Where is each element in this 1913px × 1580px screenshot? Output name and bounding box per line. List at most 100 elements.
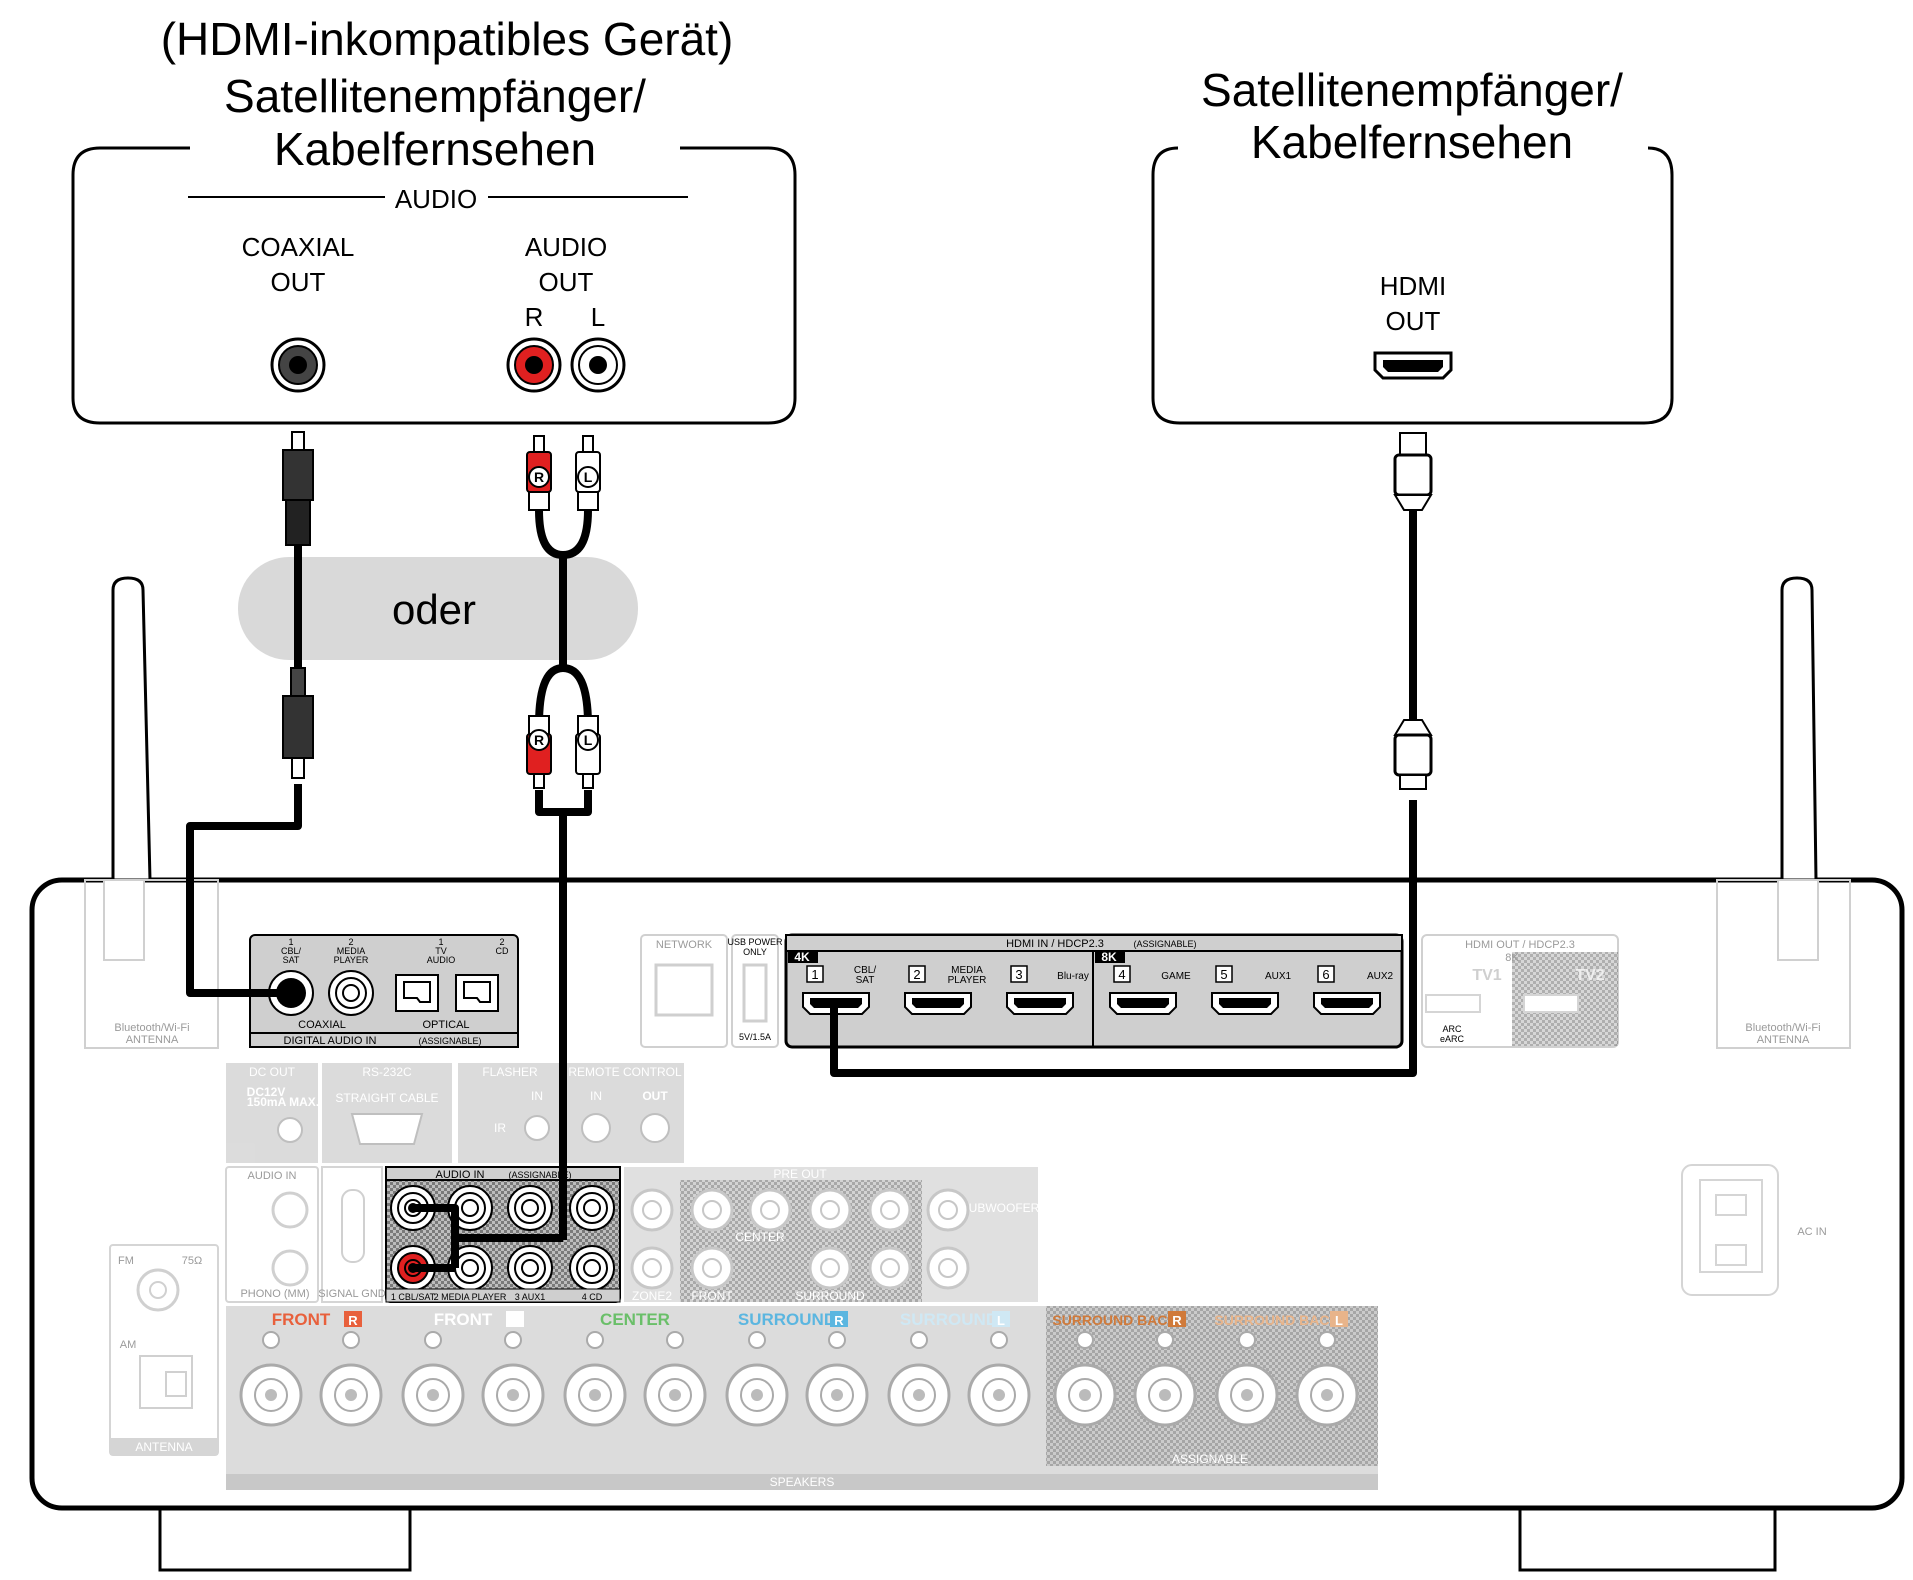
coaxial-cable xyxy=(186,431,314,997)
fm-am-antenna-area: FM 75Ω AM ANTENNA xyxy=(109,1244,219,1456)
hdmi-input-number-box xyxy=(1215,965,1233,983)
pre-out-jack-center xyxy=(938,1258,958,1278)
fm-am-antenna-label: ANTENNA xyxy=(135,1440,192,1454)
am-label: AM xyxy=(120,1339,137,1351)
dig-2-b: PLAYER xyxy=(334,955,369,965)
antenna-left: Bluetooth/Wi-Fi ANTENNA xyxy=(84,576,219,1049)
minus-terminal-marker xyxy=(666,1331,684,1349)
speaker-terminal-hole xyxy=(751,1389,763,1401)
right-device-title-1: Satellitenempfänger/ xyxy=(1201,64,1623,116)
audio-in-jack-center xyxy=(521,1199,539,1217)
pre-out-jacks xyxy=(630,1188,970,1290)
audio-in-jack-center xyxy=(461,1259,479,1277)
l-plug-letter-top: L xyxy=(584,469,593,485)
usb-label-1: USB POWER xyxy=(727,937,783,947)
pre-out-jack-center xyxy=(760,1200,780,1220)
hdmi-input-port-inner xyxy=(810,998,862,1008)
hdmi-input-name: GAME xyxy=(1161,971,1191,982)
audio-in-jack xyxy=(569,1185,615,1231)
audio-out-r-jack xyxy=(506,337,562,393)
audio-in-jack-ring xyxy=(576,1192,608,1224)
audio-in-jacks xyxy=(390,1185,615,1291)
hdmi-out-label-1: HDMI xyxy=(1380,271,1446,301)
pre-out-jack-center xyxy=(702,1258,722,1278)
speaker-channel-label: R xyxy=(348,1313,358,1328)
pre-out-jack-center xyxy=(642,1258,662,1278)
speaker-group-3: CENTER xyxy=(563,1310,707,1427)
subwoofer-label: SUBWOOFER 1 xyxy=(961,1201,1050,1215)
hdmi-input-name: AUX2 xyxy=(1367,971,1394,982)
minus-terminal-marker xyxy=(1318,1331,1336,1349)
left-source-device: (HDMI-inkompatibles Gerät) Satellitenemp… xyxy=(71,13,797,425)
network-label: NETWORK xyxy=(656,939,713,951)
speaker-terminal-hole xyxy=(1321,1389,1333,1401)
speaker-terminal-hole xyxy=(345,1389,357,1401)
hdmi-in-title: HDMI IN / HDCP2.3 xyxy=(1006,938,1104,950)
audio-out-label-1: AUDIO xyxy=(525,232,607,262)
antenna-right-label-1: Bluetooth/Wi-Fi xyxy=(1745,1022,1820,1034)
dc-out-label: DC OUT xyxy=(249,1065,296,1079)
audio-in-jack xyxy=(507,1245,553,1291)
r-plug-letter-bottom: R xyxy=(534,732,544,748)
pre-out-jack-center xyxy=(938,1200,958,1220)
badge-8k: 8K xyxy=(1101,950,1117,964)
speaker-channel-label: R xyxy=(834,1313,844,1328)
antenna-right-label-2: ANTENNA xyxy=(1757,1034,1810,1046)
antenna-left-label-2: ANTENNA xyxy=(126,1034,179,1046)
dig-2-a: MEDIA xyxy=(337,946,366,956)
audio-out-label-2: OUT xyxy=(539,267,594,297)
audio-in-jack xyxy=(569,1245,615,1291)
pre-out-label: PRE OUT xyxy=(773,1167,827,1181)
dc-spec-1: DC12V xyxy=(247,1085,286,1099)
audio-in-jack-center xyxy=(521,1259,539,1277)
l-plug-marker-bottom: L xyxy=(577,729,599,751)
audio-in-4-label: 4 CD xyxy=(582,1292,603,1302)
r-plug-letter-top: R xyxy=(534,469,544,485)
audio-in-jack-ring xyxy=(454,1252,486,1284)
antenna-right: Bluetooth/Wi-Fi ANTENNA xyxy=(1716,576,1851,1049)
ohm-label: 75Ω xyxy=(182,1255,202,1267)
left-device-box xyxy=(71,146,797,425)
right-device-title-2: Kabelfernsehen xyxy=(1251,116,1573,168)
hdmi-input-name: AUX1 xyxy=(1265,971,1292,982)
dig-2-num: 2 xyxy=(348,937,353,947)
usb-label-2: ONLY xyxy=(743,947,767,957)
minus-terminal-marker xyxy=(990,1331,1008,1349)
digital-coaxial-label: COAXIAL xyxy=(298,1019,346,1031)
straight-cable-label: STRAIGHT CABLE xyxy=(335,1091,438,1105)
pre-out-jack-center xyxy=(702,1200,722,1220)
opt-2-num: 2 xyxy=(499,937,504,947)
speaker-channel-box xyxy=(344,1311,362,1327)
hdmi-input-number-box xyxy=(806,965,824,983)
speaker-group-label: SURROUND xyxy=(900,1310,998,1329)
hdmi-out-panel: HDMI OUT / HDCP2.3 8K TV1 TV2 ARC eARC xyxy=(1421,934,1619,1048)
hdmi-input-port-inner xyxy=(1219,998,1271,1008)
speaker-channel-box xyxy=(830,1311,848,1327)
dig-1-a: CBL/ xyxy=(281,946,302,956)
hdmi-input-name-1: MEDIA xyxy=(951,965,983,976)
hdmi-input-number-box xyxy=(1113,965,1131,983)
network-port-area: NETWORK USB POWER ONLY 5V/1.5A xyxy=(640,934,783,1048)
speaker-group-label: SURROUND xyxy=(738,1310,836,1329)
speaker-terminal-hole xyxy=(993,1389,1005,1401)
speaker-channel-box xyxy=(992,1311,1010,1327)
pre-out-jack-center xyxy=(820,1258,840,1278)
digital-optical-label: OPTICAL xyxy=(422,1019,469,1031)
pre-out-area: PRE OUT ZONE2 SUBWOOFER 1 CENTER FRONT S… xyxy=(624,1167,1050,1303)
dig-1-b: SAT xyxy=(283,955,300,965)
plus-terminal-marker xyxy=(586,1331,604,1349)
r-jack-label: R xyxy=(525,302,544,332)
dc-spec-2: 150mA MAX. xyxy=(247,1095,319,1109)
opt-1-a: TV xyxy=(435,946,447,956)
audio-in-jack-ring xyxy=(454,1192,486,1224)
coaxial-out-jack xyxy=(270,337,326,393)
speaker-channel-label: R xyxy=(1172,1313,1182,1328)
speaker-terminal-hole xyxy=(265,1389,277,1401)
or-indicator: oder xyxy=(238,557,638,660)
incompatible-note: (HDMI-inkompatibles Gerät) xyxy=(161,13,734,65)
